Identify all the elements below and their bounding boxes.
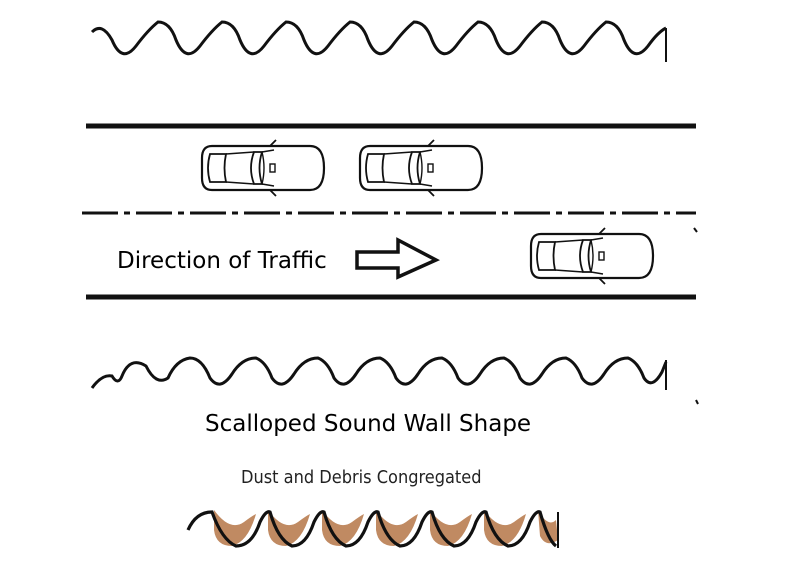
- road-edge-tick: [693, 227, 698, 233]
- bottom-sound-wall: [90, 356, 668, 389]
- car-icon: [358, 138, 484, 198]
- dust-debris-label: Dust and Debris Congregated: [241, 467, 482, 488]
- car-icon: [529, 226, 655, 286]
- wall-end-tick: [695, 399, 699, 405]
- top-sound-wall: [90, 20, 667, 56]
- sound-wall-shape-label: Scalloped Sound Wall Shape: [205, 411, 532, 437]
- dust-debris-wall: [186, 510, 559, 548]
- direction-of-traffic-label: Direction of Traffic: [117, 248, 327, 274]
- car-icon: [200, 138, 326, 198]
- arrow-right-icon: [355, 237, 440, 280]
